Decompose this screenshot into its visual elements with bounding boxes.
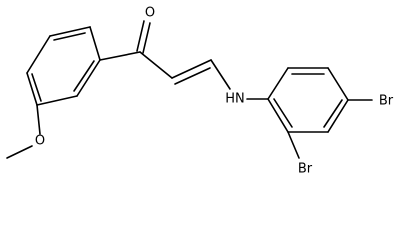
methoxyphenyl-ring [26, 26, 101, 106]
ring-a-bond [76, 59, 101, 97]
ring-a-bond [36, 95, 78, 106]
enone-chain: O HN [99, 6, 269, 107]
ring-a-double-bond [73, 60, 95, 92]
carbonyl-double-bond [136, 20, 145, 52]
ring-a-bond [26, 35, 51, 74]
ring-b-bond [267, 98, 289, 133]
alkene-to-amine-bond [210, 59, 231, 90]
ortho-bromine-label: Br [298, 162, 313, 177]
carbonyl-double-bond [142, 22, 151, 54]
methoxy-group: O [6, 104, 45, 159]
ring-a-bond [89, 26, 101, 61]
bromine-substituents: Br Br [287, 94, 394, 177]
ring-b-double-bond [273, 98, 293, 128]
ring-b-double-bond [323, 99, 343, 128]
ring-a-double-bond [31, 73, 42, 102]
ring-to-carbonyl-bond [99, 51, 141, 61]
ortho-bromine-bond [287, 131, 300, 159]
carbonyl-to-alkene-bond [139, 51, 173, 79]
para-bromine-label: Br [379, 94, 394, 109]
methoxy-oxygen-label: O [35, 134, 45, 149]
amine-label: HN [225, 92, 245, 107]
ring-b-bond [327, 99, 349, 133]
ring-a-double-bond [53, 32, 86, 41]
ring-a-bond [49, 26, 91, 37]
ring-to-methoxy-oxygen-bond [36, 104, 41, 135]
chemical-structure: O O HN Br Br [6, 6, 394, 177]
ring-b-bond [327, 67, 349, 101]
methoxy-oxygen-to-methyl-bond [6, 145, 33, 159]
carbonyl-oxygen-label: O [145, 6, 155, 21]
alkene-double-bond [171, 59, 212, 79]
ring-a-bond [26, 72, 38, 106]
dibromophenyl-ring [267, 67, 349, 133]
ring-b-bond [267, 67, 289, 100]
alkene-double-bond [174, 67, 211, 85]
